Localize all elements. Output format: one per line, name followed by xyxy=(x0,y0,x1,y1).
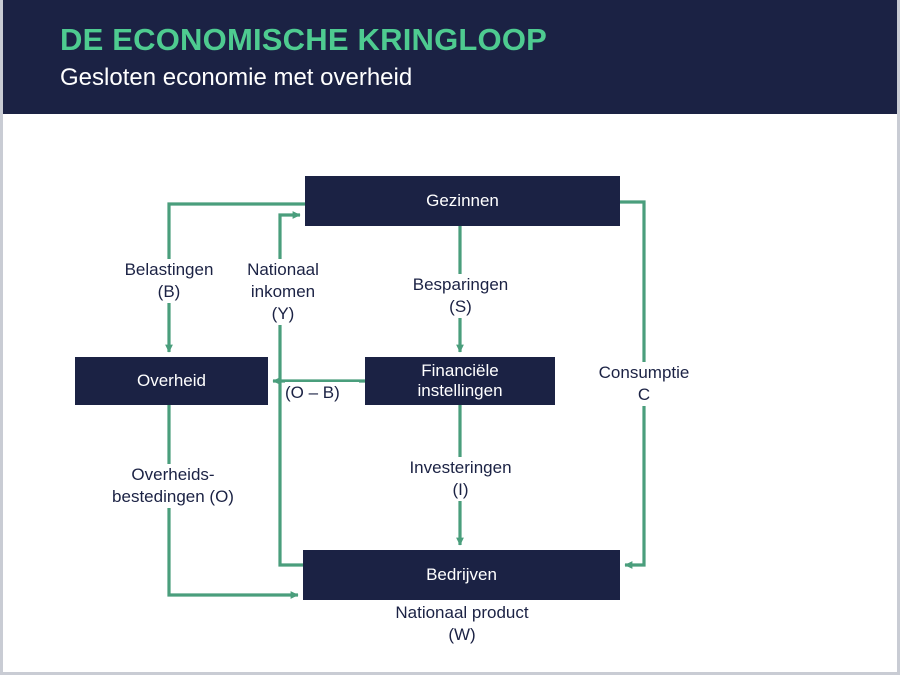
flow-label-overheidsbestedingen: Overheids- bestedingen (O) xyxy=(85,464,261,509)
page-subtitle: Gesloten economie met overheid xyxy=(60,64,413,91)
node-gezinnen[interactable]: Gezinnen xyxy=(305,176,620,226)
annotation-nationaal-product: Nationaal product (W) xyxy=(395,603,529,645)
node-bedrijven-label: Bedrijven xyxy=(426,564,497,584)
node-overheid[interactable]: Overheid xyxy=(75,357,268,405)
page-title: DE ECONOMISCHE KRINGLOOP xyxy=(60,22,548,57)
slide-header: DE ECONOMISCHE KRINGLOOP Gesloten econom… xyxy=(3,0,897,114)
node-gezinnen-label: Gezinnen xyxy=(426,190,499,210)
flow-label-belastingen: Belastingen (B) xyxy=(98,259,240,304)
arrow-nationaal-inkomen xyxy=(278,211,303,567)
node-financiele-instellingen[interactable]: Financiële instellingen xyxy=(365,357,555,405)
flow-label-besparingen: Besparingen (S) xyxy=(388,274,533,319)
node-overheid-label: Overheid xyxy=(137,370,206,390)
diagram-canvas: Gezinnen Overheid Financiële instellinge… xyxy=(3,114,897,672)
flow-label-consumptie: Consumptie C xyxy=(581,362,707,407)
node-bedrijven[interactable]: Bedrijven xyxy=(303,550,620,600)
node-financiele-instellingen-label: Financiële instellingen xyxy=(417,360,503,400)
flow-label-o-min-b: (O – B) xyxy=(285,382,359,405)
flow-label-nationaal-inkomen: Nationaal inkomen (Y) xyxy=(233,259,333,326)
flow-label-investeringen: Investeringen (I) xyxy=(388,457,533,502)
